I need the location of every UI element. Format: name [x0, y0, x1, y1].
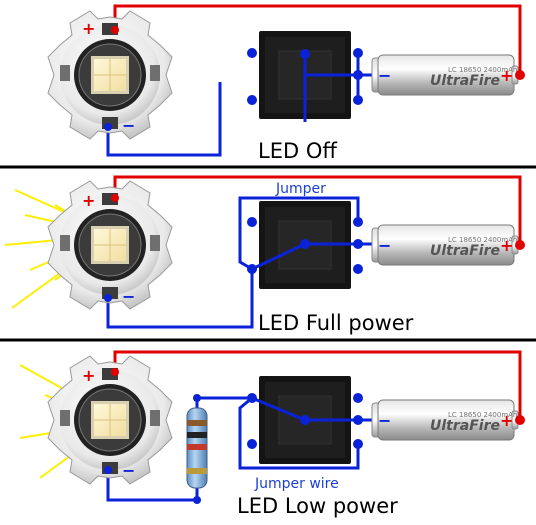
battery-model: LC 18650 2400mAh [448, 236, 517, 244]
battery-minus-sign: − [378, 66, 391, 85]
led-minus-sign: − [122, 461, 135, 480]
negative-wire [106, 82, 222, 157]
jumper-label: Jumper wire [254, 476, 339, 492]
switch-pins [247, 393, 363, 449]
battery-minus-sign: − [378, 236, 391, 255]
switch-pins [247, 48, 363, 105]
led-minus-sign: − [122, 116, 135, 135]
led-star-board [47, 10, 173, 140]
led-plus-sign: + [82, 366, 95, 385]
led-minus-sign: − [122, 287, 135, 306]
panel-led-full-power: + − Jumper LC 18650 2400mAh UltraFire − … [4, 175, 525, 335]
led-star-board [47, 355, 173, 485]
battery-positive-terminal [515, 70, 525, 80]
negative-wire [106, 270, 254, 329]
resistor [186, 394, 208, 504]
battery-brand: UltraFire [430, 73, 500, 89]
led-plus-sign: + [82, 19, 95, 38]
panel-title: LED Low power [237, 494, 398, 518]
panel-title: LED Full power [258, 311, 414, 335]
battery-plus-sign: + [500, 236, 513, 255]
battery-brand: UltraFire [430, 243, 500, 259]
jumper-label: Jumper [275, 181, 326, 197]
positive-wire [113, 175, 522, 245]
led-plus-sign: + [82, 191, 95, 210]
led-positive-pad [111, 368, 119, 376]
led-negative-pad [104, 466, 112, 474]
panel-led-off: + − LC 18650 2400mAh UltraFire − + LED O… [47, 4, 525, 163]
battery-model: LC 18650 2400mAh [448, 66, 517, 74]
battery-brand: UltraFire [430, 418, 500, 434]
battery-model: LC 18650 2400mAh [448, 411, 517, 419]
battery-positive-terminal [515, 240, 525, 250]
battery-positive-terminal [515, 415, 525, 425]
switch-pins [247, 217, 363, 274]
led-star-board [47, 180, 173, 310]
negative-wire [106, 470, 199, 502]
positive-wire [113, 350, 522, 420]
battery-minus-sign: − [378, 411, 391, 430]
led-positive-pad [111, 26, 119, 34]
led-positive-pad [111, 194, 119, 202]
panel-led-low-power: + − Jumper wire LC 18650 2400mAh [19, 350, 525, 518]
led-negative-pad [104, 294, 112, 302]
led-negative-pad [104, 123, 112, 131]
panel-title: LED Off [258, 139, 337, 163]
battery-plus-sign: + [500, 66, 513, 85]
battery-plus-sign: + [500, 411, 513, 430]
